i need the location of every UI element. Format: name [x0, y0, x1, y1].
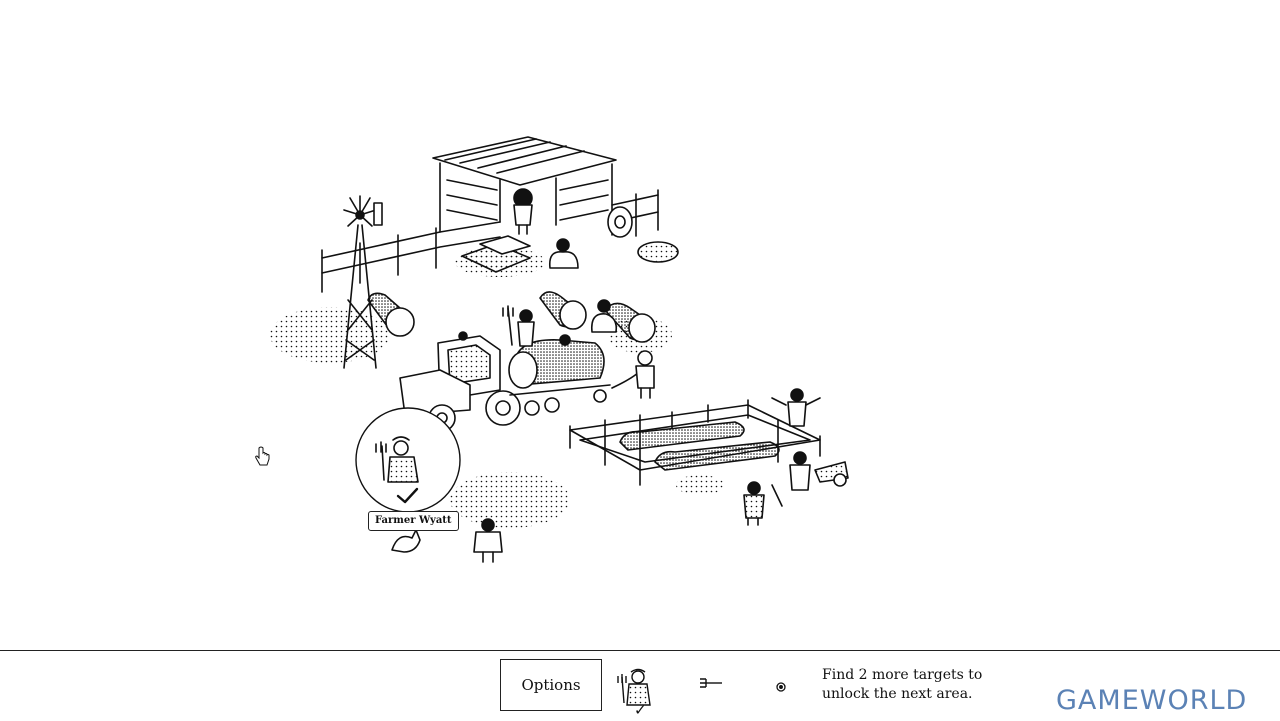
farmer-in-shed[interactable] [513, 188, 533, 235]
found-checkmark-icon: ✓ [634, 701, 647, 719]
target-farmer-wyatt[interactable] [614, 661, 656, 721]
seed-patch [450, 472, 570, 528]
sack-pile [637, 241, 679, 263]
stipple-ground [270, 307, 390, 363]
farmer-standing-front[interactable] [473, 518, 503, 563]
flower-target-icon[interactable] [774, 679, 788, 698]
options-button[interactable]: Options [500, 659, 602, 711]
found-target-highlight[interactable] [355, 407, 461, 513]
farmer-with-wheelbarrow[interactable] [789, 451, 849, 491]
hay-bales-stack [461, 235, 531, 273]
tanker-trailer[interactable] [508, 334, 646, 416]
bottom-bar: Options ✓ Find 2 more [0, 650, 1280, 721]
character-name-tag: Farmer Wyatt [368, 511, 459, 531]
farmer-resting[interactable] [590, 299, 618, 333]
hay-roll-right [604, 302, 656, 343]
farmer-waving-shovels[interactable] [771, 388, 821, 427]
gameworld-watermark-logo: GAMEWORLD [1056, 685, 1248, 716]
cat[interactable] [391, 529, 421, 553]
garden-pen[interactable] [569, 399, 821, 486]
farmer-sitting[interactable] [548, 238, 579, 269]
farmer-with-shovel[interactable] [743, 481, 783, 526]
farmer-with-pitchfork[interactable] [502, 305, 535, 347]
pitchfork-target-icon[interactable] [698, 675, 724, 695]
stipple-ground [676, 475, 724, 495]
hand-cursor-icon [254, 446, 272, 472]
hay-roll-left [367, 292, 415, 337]
farm-scene[interactable] [0, 0, 1280, 650]
windmill[interactable] [343, 195, 383, 369]
fence-left [321, 221, 501, 293]
hay-roll [607, 206, 633, 238]
hay-roll-center [539, 291, 587, 330]
farmer-with-hose[interactable] [635, 350, 655, 399]
hint-text: Find 2 more targets to unlock the next a… [822, 667, 983, 702]
shed[interactable] [432, 136, 617, 236]
